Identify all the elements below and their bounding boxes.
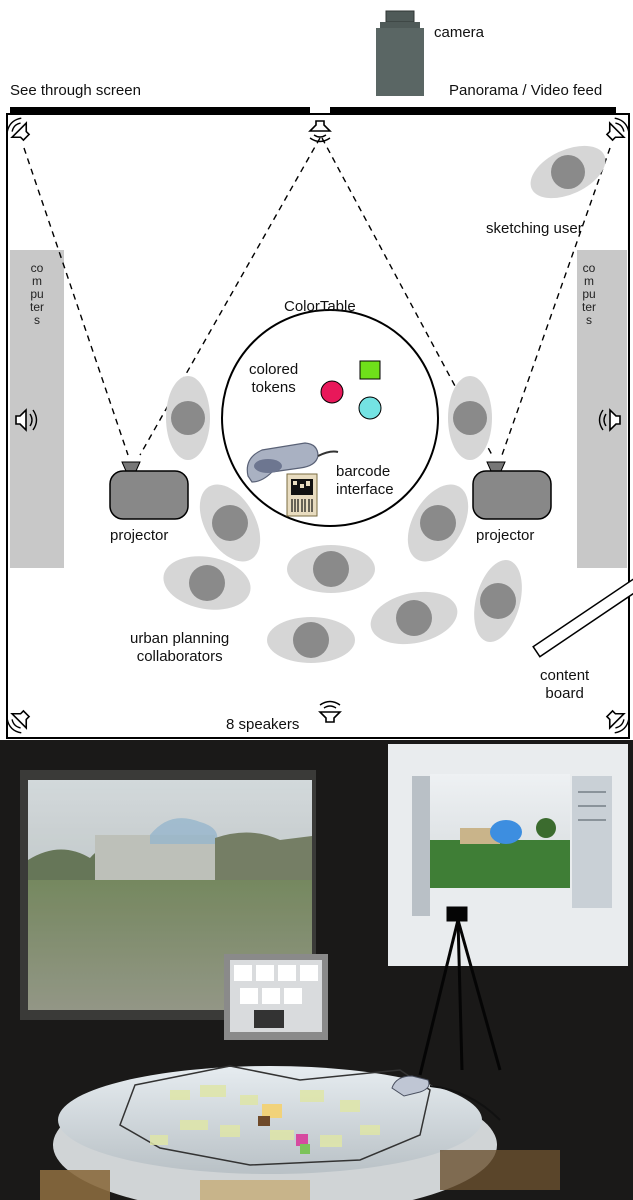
speaker-icon (308, 120, 332, 143)
token-green (359, 360, 381, 380)
speaker-icon (6, 117, 31, 142)
token-cyan (358, 396, 382, 420)
speaker-icon (605, 117, 630, 142)
speaker-icon (605, 709, 630, 734)
urban-planning-collaborators-label: urban planning collaborators (130, 630, 230, 665)
projector-left-label: projector (110, 527, 169, 544)
content-board-photo (224, 954, 328, 1040)
collaborator (474, 560, 522, 642)
collaborator (166, 376, 210, 460)
see-through-screen (10, 107, 310, 115)
speaker-icon (598, 408, 621, 432)
tripod-photo (418, 906, 502, 1076)
panorama-screen-photo (388, 744, 628, 966)
room-diagram-canvas (6, 10, 633, 739)
room-setup-diagram: camera See through screen Panorama / Vid… (6, 10, 633, 739)
collaborator (370, 591, 458, 645)
computers-label-right: computers (582, 261, 597, 327)
projector-right-label: projector (476, 527, 535, 544)
colortable-circle (221, 309, 439, 527)
collaborator (287, 545, 375, 593)
collaborator (199, 484, 261, 562)
computers-panel-left (10, 250, 64, 568)
collaborator (448, 376, 492, 460)
collaborator (267, 617, 355, 663)
colortable-label: ColorTable (284, 298, 356, 315)
content-board-label: content board (540, 667, 590, 702)
speaker-icon (318, 700, 342, 723)
sketching-user-label: sketching user (486, 220, 583, 237)
barcode-scanner-icon (246, 442, 339, 483)
collaborator (407, 484, 469, 562)
camera-label: camera (434, 24, 485, 41)
people (163, 145, 606, 663)
see-through-screen-label: See through screen (10, 82, 141, 99)
panorama-label: Panorama / Video feed (449, 82, 603, 99)
sketching-user (530, 145, 606, 199)
projector-left (109, 461, 189, 520)
camera-icon (376, 10, 424, 96)
collaborator (163, 556, 251, 610)
token-red (320, 380, 344, 404)
speaker-icon (6, 709, 31, 734)
colored-tokens-label: colored tokens (249, 361, 299, 396)
speaker-icon (15, 408, 38, 432)
projector-right (472, 461, 552, 520)
room-photo-canvas (0, 740, 633, 1200)
computers-panel-right (577, 250, 627, 568)
speakers-label: 8 speakers (226, 716, 300, 733)
barcode-card-icon (286, 473, 318, 517)
panorama-screen (330, 107, 616, 115)
room-photo (0, 740, 633, 1200)
barcode-interface-label: barcode interface (336, 463, 394, 498)
speakers (6, 117, 630, 734)
content-board (532, 561, 633, 658)
computers-label-left: computers (30, 261, 45, 327)
see-through-screen-photo (20, 770, 316, 1020)
colortable-photo (53, 1065, 501, 1200)
